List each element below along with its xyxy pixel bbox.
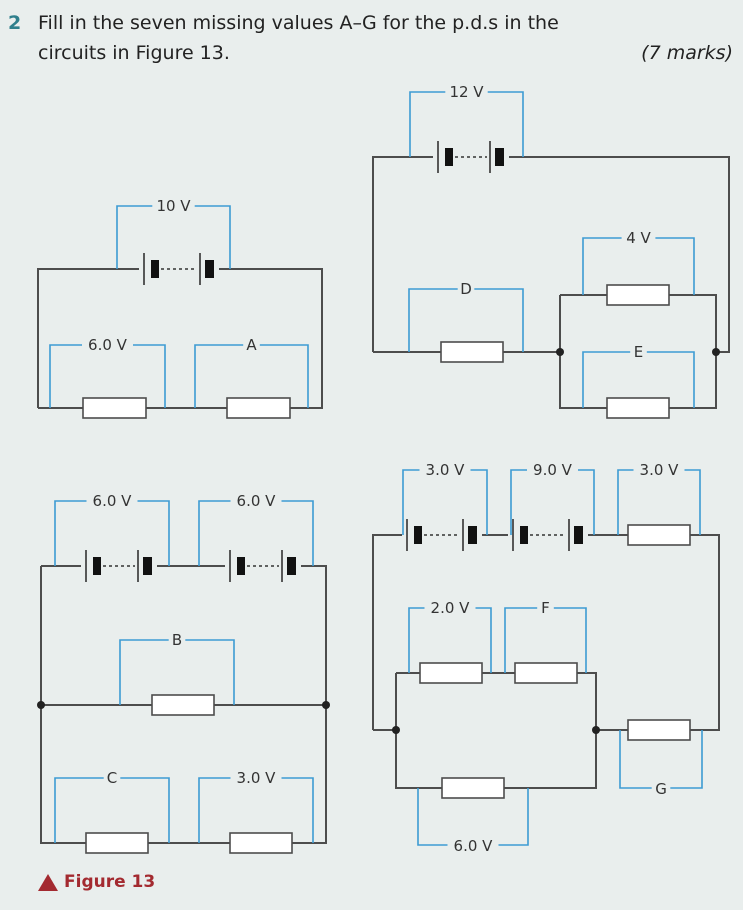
resistor bbox=[226, 397, 291, 419]
junction-dot bbox=[322, 701, 330, 709]
circuit-1: 10 V 6.0 V A bbox=[37, 196, 323, 419]
c3-cell1-pd: 6.0 V bbox=[93, 492, 133, 510]
c4-cell2-pd: 9.0 V bbox=[533, 461, 573, 479]
c1-battery-pd: 10 V bbox=[156, 197, 191, 215]
resistor bbox=[441, 777, 505, 799]
c3-right-resistor-pd: 3.0 V bbox=[237, 769, 277, 787]
resistor bbox=[514, 662, 578, 684]
marks-label: (7 marks) bbox=[641, 42, 733, 64]
c3-cell2-pd: 6.0 V bbox=[237, 492, 277, 510]
c3-middle-resistor-pd: B bbox=[172, 631, 182, 649]
c1-resistor1-pd: 6.0 V bbox=[88, 336, 128, 354]
battery-symbol bbox=[139, 253, 219, 285]
circuit-2: 12 V D 4 V E bbox=[372, 82, 730, 419]
c4-bottom-resistor-pd: 6.0 V bbox=[454, 837, 494, 855]
question-number: 2 bbox=[8, 12, 22, 34]
resistor bbox=[419, 662, 483, 684]
triangle-icon bbox=[38, 873, 58, 891]
resistor bbox=[606, 284, 670, 306]
c4-top-resistor-pd: 3.0 V bbox=[640, 461, 680, 479]
resistor bbox=[82, 397, 147, 419]
figure-caption-text: Figure 13 bbox=[64, 872, 156, 892]
battery-symbol bbox=[81, 550, 157, 582]
resistor bbox=[85, 832, 149, 854]
c3-left-resistor-pd: C bbox=[107, 769, 117, 787]
resistor bbox=[151, 694, 215, 716]
c4-resistor1-pd: 2.0 V bbox=[431, 599, 471, 617]
question-text-line1: Fill in the seven missing values A–G for… bbox=[38, 12, 559, 34]
resistor bbox=[440, 341, 504, 363]
c2-top-resistor-pd: 4 V bbox=[626, 229, 651, 247]
c4-cell1-pd: 3.0 V bbox=[426, 461, 466, 479]
resistor bbox=[627, 719, 691, 741]
battery-symbol bbox=[225, 550, 301, 582]
figure-caption: Figure 13 bbox=[38, 872, 155, 892]
battery-symbol bbox=[433, 141, 509, 173]
battery-symbol bbox=[508, 519, 588, 551]
c4-resistor2-pd: F bbox=[541, 599, 550, 617]
circuit-4: 3.0 V 9.0 V 3.0 V 2.0 V F 6.0 V G bbox=[372, 460, 720, 855]
resistor bbox=[606, 397, 670, 419]
c2-bottom-resistor-pd: E bbox=[634, 343, 643, 361]
c1-resistor2-pd: A bbox=[246, 336, 257, 354]
c2-battery-pd: 12 V bbox=[449, 83, 484, 101]
junction-dot bbox=[592, 726, 600, 734]
junction-dot bbox=[37, 701, 45, 709]
battery-symbol bbox=[402, 519, 482, 551]
resistor bbox=[627, 524, 691, 546]
junction-dot bbox=[392, 726, 400, 734]
question-text-line2: circuits in Figure 13. bbox=[38, 42, 230, 64]
circuit-3: 6.0 V 6.0 V B C 3.0 V bbox=[37, 491, 330, 854]
junction-dot bbox=[712, 348, 720, 356]
junction-dot bbox=[556, 348, 564, 356]
c2-series-resistor-pd: D bbox=[460, 280, 472, 298]
resistor bbox=[229, 832, 293, 854]
c4-right-resistor-pd: G bbox=[655, 780, 667, 798]
